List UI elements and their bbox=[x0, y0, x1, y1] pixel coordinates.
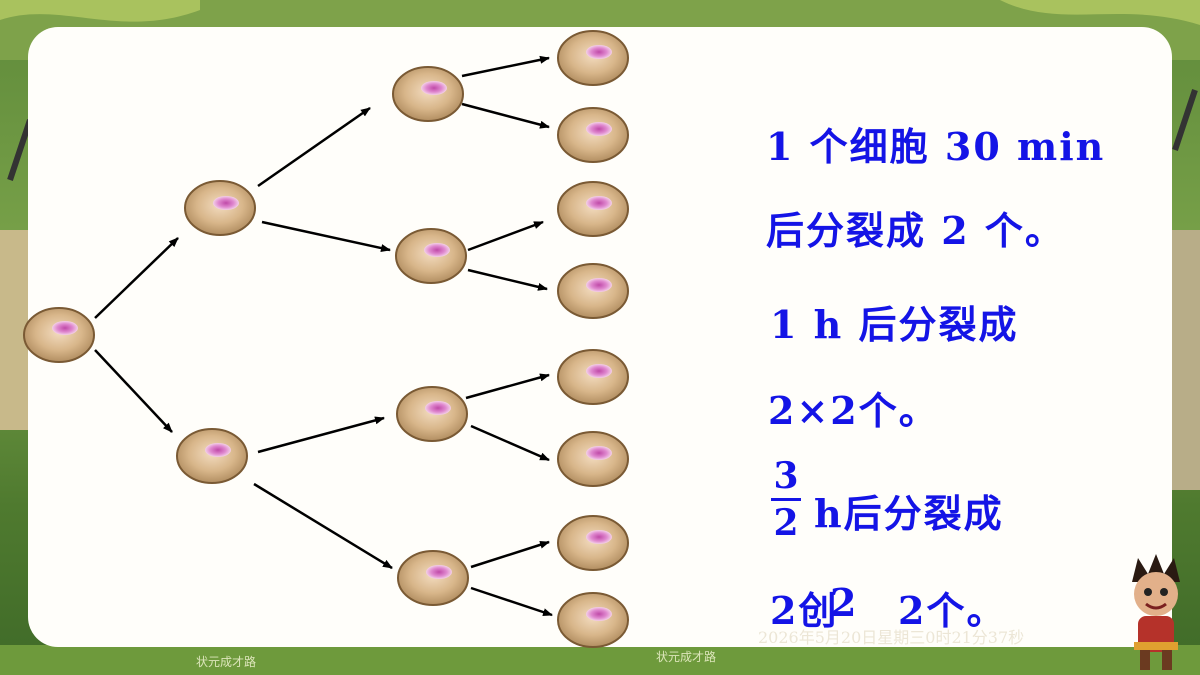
arrow-icon bbox=[461, 102, 550, 129]
arrow-icon bbox=[470, 424, 550, 462]
arrow-icon bbox=[94, 349, 173, 433]
cell-icon bbox=[396, 386, 468, 442]
text-line-6-a: 2创 bbox=[770, 588, 839, 633]
text-line-1: 1 个细胞 30 min bbox=[766, 124, 1106, 169]
cell-icon bbox=[557, 107, 629, 163]
arrow-icon bbox=[467, 268, 548, 291]
cells bbox=[23, 30, 629, 648]
cell-icon bbox=[176, 428, 248, 484]
arrows bbox=[94, 55, 553, 617]
text-line-2: 后分裂成 2 个。 bbox=[766, 208, 1065, 253]
fraction-bar bbox=[771, 498, 801, 501]
text-line-6-c: 2个。 bbox=[898, 588, 1007, 633]
arrow-icon bbox=[470, 540, 550, 569]
text-line-4: 2×2个。 bbox=[768, 388, 939, 433]
footer-center-label: 状元成才路 bbox=[656, 650, 717, 664]
cell-icon bbox=[557, 181, 629, 237]
arrow-icon bbox=[467, 220, 544, 252]
arrow-icon bbox=[94, 237, 179, 319]
arrow-icon bbox=[257, 106, 371, 188]
fraction-numerator: 3 bbox=[773, 455, 799, 497]
cell-icon bbox=[184, 180, 256, 236]
arrow-icon bbox=[461, 55, 550, 78]
cell-icon bbox=[392, 66, 464, 122]
text-line-5: h后分裂成 bbox=[814, 491, 1004, 536]
cell-icon bbox=[557, 30, 629, 86]
text-line-6-b: 2 bbox=[830, 580, 859, 625]
arrow-icon bbox=[470, 586, 553, 617]
arrow-icon bbox=[257, 416, 385, 454]
cell-icon bbox=[557, 349, 629, 405]
fraction-three-halves: 3 2 bbox=[771, 456, 801, 543]
mascot-icon bbox=[1132, 554, 1180, 670]
arrow-icon bbox=[253, 482, 393, 570]
cell-icon bbox=[395, 228, 467, 284]
cell-icon bbox=[23, 307, 95, 363]
cell-icon bbox=[397, 550, 469, 606]
arrow-icon bbox=[465, 373, 550, 400]
timestamp: 2026年5月20日星期三0时21分37秒 bbox=[758, 628, 1025, 647]
arrow-icon bbox=[261, 220, 391, 252]
cell-icon bbox=[557, 431, 629, 487]
text-line-3: 1 h 后分裂成 bbox=[770, 302, 1019, 347]
cell-icon bbox=[557, 592, 629, 648]
cell-icon bbox=[557, 263, 629, 319]
fraction-denominator: 2 bbox=[773, 502, 799, 544]
cell-icon bbox=[557, 515, 629, 571]
footer-left-label: 状元成才路 bbox=[196, 655, 257, 669]
